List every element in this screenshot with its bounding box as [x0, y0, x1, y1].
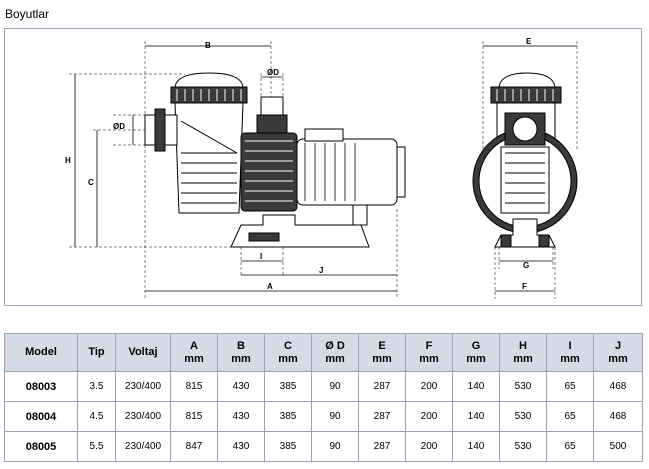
cell-voltaj: 230/400: [115, 371, 171, 402]
dimension-drawing: B ØD ØD H C I J A E G F: [4, 28, 642, 306]
cell-model: 08003: [4, 371, 78, 402]
cell-c: 385: [264, 431, 312, 462]
cell-e: 287: [358, 401, 406, 432]
cell-j: 468: [593, 401, 643, 432]
cell-i: 65: [546, 371, 594, 402]
cell-e: 287: [358, 431, 406, 462]
cell-d: 90: [311, 431, 359, 462]
header-voltaj: Voltaj: [115, 333, 171, 372]
cell-j: 468: [593, 371, 643, 402]
dim-label-j: J: [319, 266, 323, 275]
cell-voltaj: 230/400: [115, 401, 171, 432]
cell-c: 385: [264, 401, 312, 432]
cell-b: 430: [217, 371, 265, 402]
dim-label-d-top: ØD: [267, 68, 279, 77]
dim-label-h: H: [65, 156, 71, 165]
cell-h: 530: [499, 431, 547, 462]
dim-label-i: I: [260, 252, 262, 261]
header-tip: Tip: [77, 333, 116, 372]
header-model: Model: [4, 333, 78, 372]
cell-tip: 5.5: [77, 431, 116, 462]
cell-i: 65: [546, 401, 594, 432]
cell-e: 287: [358, 371, 406, 402]
table-row: 08004 4.5 230/400 815 430 385 90 287 200…: [4, 401, 643, 432]
cell-d: 90: [311, 371, 359, 402]
pump-side-view: [144, 72, 406, 248]
cell-b: 430: [217, 401, 265, 432]
pump-technical-drawing: B ØD ØD H C I J A E G F: [65, 37, 578, 299]
cell-h: 530: [499, 401, 547, 432]
front-dimension-lines: [482, 41, 578, 299]
cell-g: 140: [452, 401, 500, 432]
dim-label-e: E: [526, 37, 532, 46]
cell-a: 815: [170, 371, 218, 402]
table-row: 08003 3.5 230/400 815 430 385 90 287 200…: [4, 371, 643, 402]
dim-label-b: B: [205, 41, 211, 50]
cell-tip: 4.5: [77, 401, 116, 432]
cell-f: 200: [405, 371, 453, 402]
dim-label-f: F: [522, 282, 527, 291]
cell-voltaj: 230/400: [115, 431, 171, 462]
cell-model: 08005: [4, 431, 78, 462]
cell-d: 90: [311, 401, 359, 432]
dim-label-c: C: [88, 178, 94, 187]
cell-model: 08004: [4, 401, 78, 432]
section-heading: Boyutlar: [5, 7, 50, 21]
cell-c: 385: [264, 371, 312, 402]
side-dimension-lines: [69, 41, 398, 299]
cell-f: 200: [405, 431, 453, 462]
cell-g: 140: [452, 371, 500, 402]
cell-f: 200: [405, 401, 453, 432]
cell-a: 847: [170, 431, 218, 462]
cell-i: 65: [546, 431, 594, 462]
dim-label-d-side: ØD: [113, 122, 125, 131]
cell-a: 815: [170, 401, 218, 432]
dim-label-g: G: [523, 261, 529, 270]
cell-tip: 3.5: [77, 371, 116, 402]
pump-front-view: [472, 72, 578, 248]
cell-h: 530: [499, 371, 547, 402]
table-row: 08005 5.5 230/400 847 430 385 90 287 200…: [4, 431, 643, 462]
cell-b: 430: [217, 431, 265, 462]
cell-j: 500: [593, 431, 643, 462]
dim-label-a: A: [267, 282, 273, 291]
cell-g: 140: [452, 431, 500, 462]
